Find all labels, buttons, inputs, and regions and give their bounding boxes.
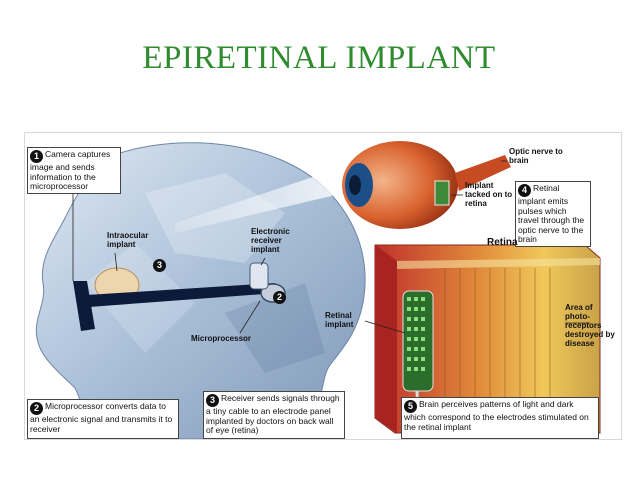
microprocessor-label: Microprocessor bbox=[191, 334, 252, 343]
intraocular-implant-label: Intraocular implant bbox=[107, 231, 149, 249]
leader-lines bbox=[72, 160, 590, 334]
step-5-number: 5 bbox=[404, 400, 417, 413]
step-2-number: 2 bbox=[30, 402, 43, 415]
retinal-implant-label: Retinal implant bbox=[325, 311, 354, 329]
step-3-number: 3 bbox=[206, 394, 219, 407]
marker-2: 2 bbox=[273, 291, 286, 304]
step-4-text: Retinal implant emits pulses which trave… bbox=[518, 183, 585, 244]
step-1-number: 1 bbox=[30, 150, 43, 163]
step-1-text: Camera captures image and sends informat… bbox=[30, 149, 111, 191]
marker-3: 3 bbox=[153, 259, 166, 272]
step-3-text: Receiver sends signals through a tiny ca… bbox=[206, 393, 340, 435]
glasses bbox=[73, 262, 286, 331]
step-2-text: Microprocessor converts data to an elect… bbox=[30, 401, 173, 434]
step-5-text: Brain perceives patterns of light and da… bbox=[404, 399, 589, 432]
area-destroyed-label: Area of photo-receptors destroyed by dis… bbox=[565, 303, 615, 348]
light-beam bbox=[175, 163, 365, 233]
optic-nerve-label: Optic nerve to brain bbox=[509, 147, 563, 165]
page-title: EPIRETINAL IMPLANT bbox=[142, 40, 496, 76]
retina-cross-section bbox=[374, 244, 601, 434]
step-4-number: 4 bbox=[518, 184, 531, 197]
implant-tacked-label: Implant tacked on to retina bbox=[465, 181, 513, 208]
retina-heading: Retina bbox=[487, 237, 518, 248]
receiver-implant-label: Electronic receiver implant bbox=[251, 227, 290, 254]
eye-anatomy bbox=[342, 141, 511, 229]
diagram-illustration bbox=[35, 141, 601, 439]
